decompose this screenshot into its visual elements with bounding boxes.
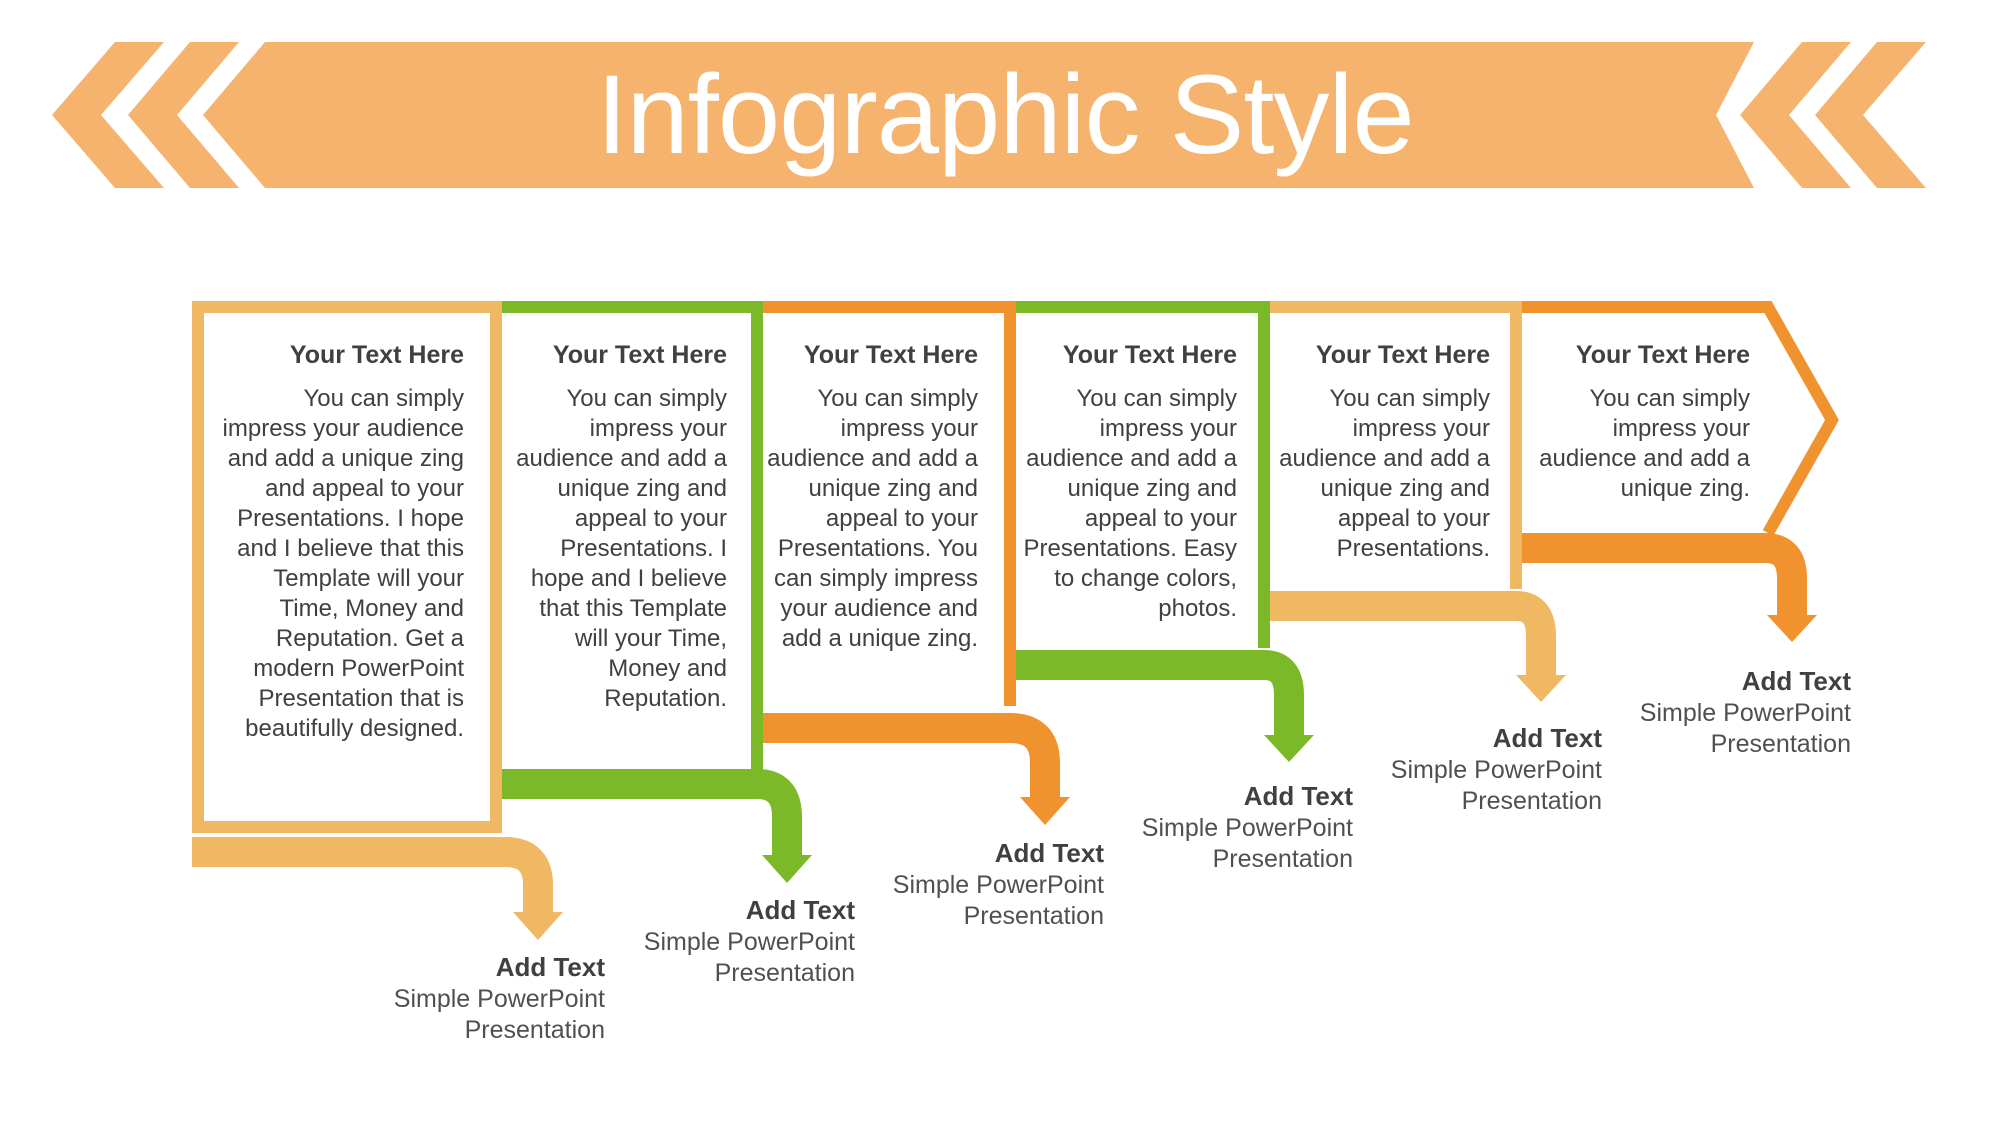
right-chevron-outer-icon: [1815, 42, 1926, 188]
step-4-arrowhead-icon: [1264, 735, 1314, 762]
step-3-label-title: Add Text: [994, 838, 1104, 868]
step-3-label: Add Text Simple PowerPoint Presentation: [804, 836, 1104, 932]
step-6-heading: Your Text Here: [1575, 341, 1750, 369]
left-chevron-outer-icon: [52, 42, 164, 188]
step-2-frame: [502, 301, 763, 770]
step-5-frame: [1270, 301, 1522, 589]
step-3-text: Your Text Here You can simply impress yo…: [763, 340, 978, 654]
step-2-shape: [502, 301, 812, 883]
step-3-arrowhead-icon: [1020, 797, 1070, 825]
step-2-heading: Your Text Here: [552, 341, 727, 369]
left-chevron-inner-icon: [128, 42, 239, 188]
step-1-label-title: Add Text: [495, 952, 605, 982]
step-3-label-subtitle: Simple PowerPoint Presentation: [892, 871, 1104, 930]
step-4-label-subtitle: Simple PowerPoint Presentation: [1141, 814, 1353, 873]
step-4-shape: [1016, 301, 1314, 762]
step-2-label-subtitle: Simple PowerPoint Presentation: [643, 928, 855, 987]
step-4-heading: Your Text Here: [1062, 341, 1237, 369]
title-banner: [52, 42, 1926, 188]
step-2-tail: [502, 769, 802, 858]
step-2-text: Your Text Here You can simply impress yo…: [512, 340, 727, 714]
step-5-heading: Your Text Here: [1315, 341, 1490, 369]
step-6-frame: [1522, 301, 1839, 536]
step-6-tail: [1522, 533, 1807, 618]
step-6-text: Your Text Here You can simply impress yo…: [1535, 340, 1750, 504]
step-1-label-subtitle: Simple PowerPoint Presentation: [393, 985, 605, 1044]
right-chevron-inner-icon: [1740, 42, 1851, 188]
step-2-label: Add Text Simple PowerPoint Presentation: [555, 893, 855, 989]
banner-body: [203, 42, 1754, 188]
step-4-text: Your Text Here You can simply impress yo…: [1022, 340, 1237, 624]
step-2-body: You can simply impress your audience and…: [516, 385, 727, 712]
step-6-arrowhead-icon: [1767, 615, 1817, 642]
step-4-frame: [1016, 301, 1270, 648]
step-5-shape: [1270, 301, 1566, 702]
step-1-tail: [192, 837, 553, 915]
step-5-text: Your Text Here You can simply impress yo…: [1275, 340, 1490, 564]
step-5-label-title: Add Text: [1492, 723, 1602, 753]
step-3-heading: Your Text Here: [803, 341, 978, 369]
step-5-label-subtitle: Simple PowerPoint Presentation: [1390, 756, 1602, 815]
step-1-heading: Your Text Here: [289, 341, 464, 369]
step-5-arrowhead-icon: [1516, 675, 1566, 702]
step-3-shape: [763, 301, 1070, 825]
step-3-tail: [763, 713, 1060, 800]
step-4-label: Add Text Simple PowerPoint Presentation: [1053, 779, 1353, 875]
step-4-body: You can simply impress your audience and…: [1023, 385, 1237, 622]
step-5-body: You can simply impress your audience and…: [1279, 385, 1490, 562]
step-1-label: Add Text Simple PowerPoint Presentation: [305, 950, 605, 1046]
step-6-label-title: Add Text: [1741, 666, 1851, 696]
step-6-shape: [1522, 301, 1839, 642]
step-6-label: Add Text Simple PowerPoint Presentation: [1551, 664, 1851, 760]
step-1-arrowhead-icon: [513, 912, 563, 940]
step-2-arrowhead-icon: [762, 855, 812, 883]
step-1-body: You can simply impress your audience and…: [222, 385, 464, 742]
step-4-label-title: Add Text: [1243, 781, 1353, 811]
step-1-shape: [192, 301, 563, 940]
step-2-label-title: Add Text: [745, 895, 855, 925]
step-5-label: Add Text Simple PowerPoint Presentation: [1302, 721, 1602, 817]
step-5-tail: [1270, 591, 1556, 678]
step-1-frame: [192, 301, 502, 833]
step-6-body: You can simply impress your audience and…: [1539, 385, 1750, 502]
step-1-text: Your Text Here You can simply impress yo…: [214, 340, 464, 744]
step-3-body: You can simply impress your audience and…: [767, 385, 978, 652]
page-title: Infographic Style: [596, 51, 1414, 177]
step-6-label-subtitle: Simple PowerPoint Presentation: [1639, 699, 1851, 758]
step-4-tail: [1016, 650, 1304, 738]
step-3-frame: [763, 301, 1016, 706]
